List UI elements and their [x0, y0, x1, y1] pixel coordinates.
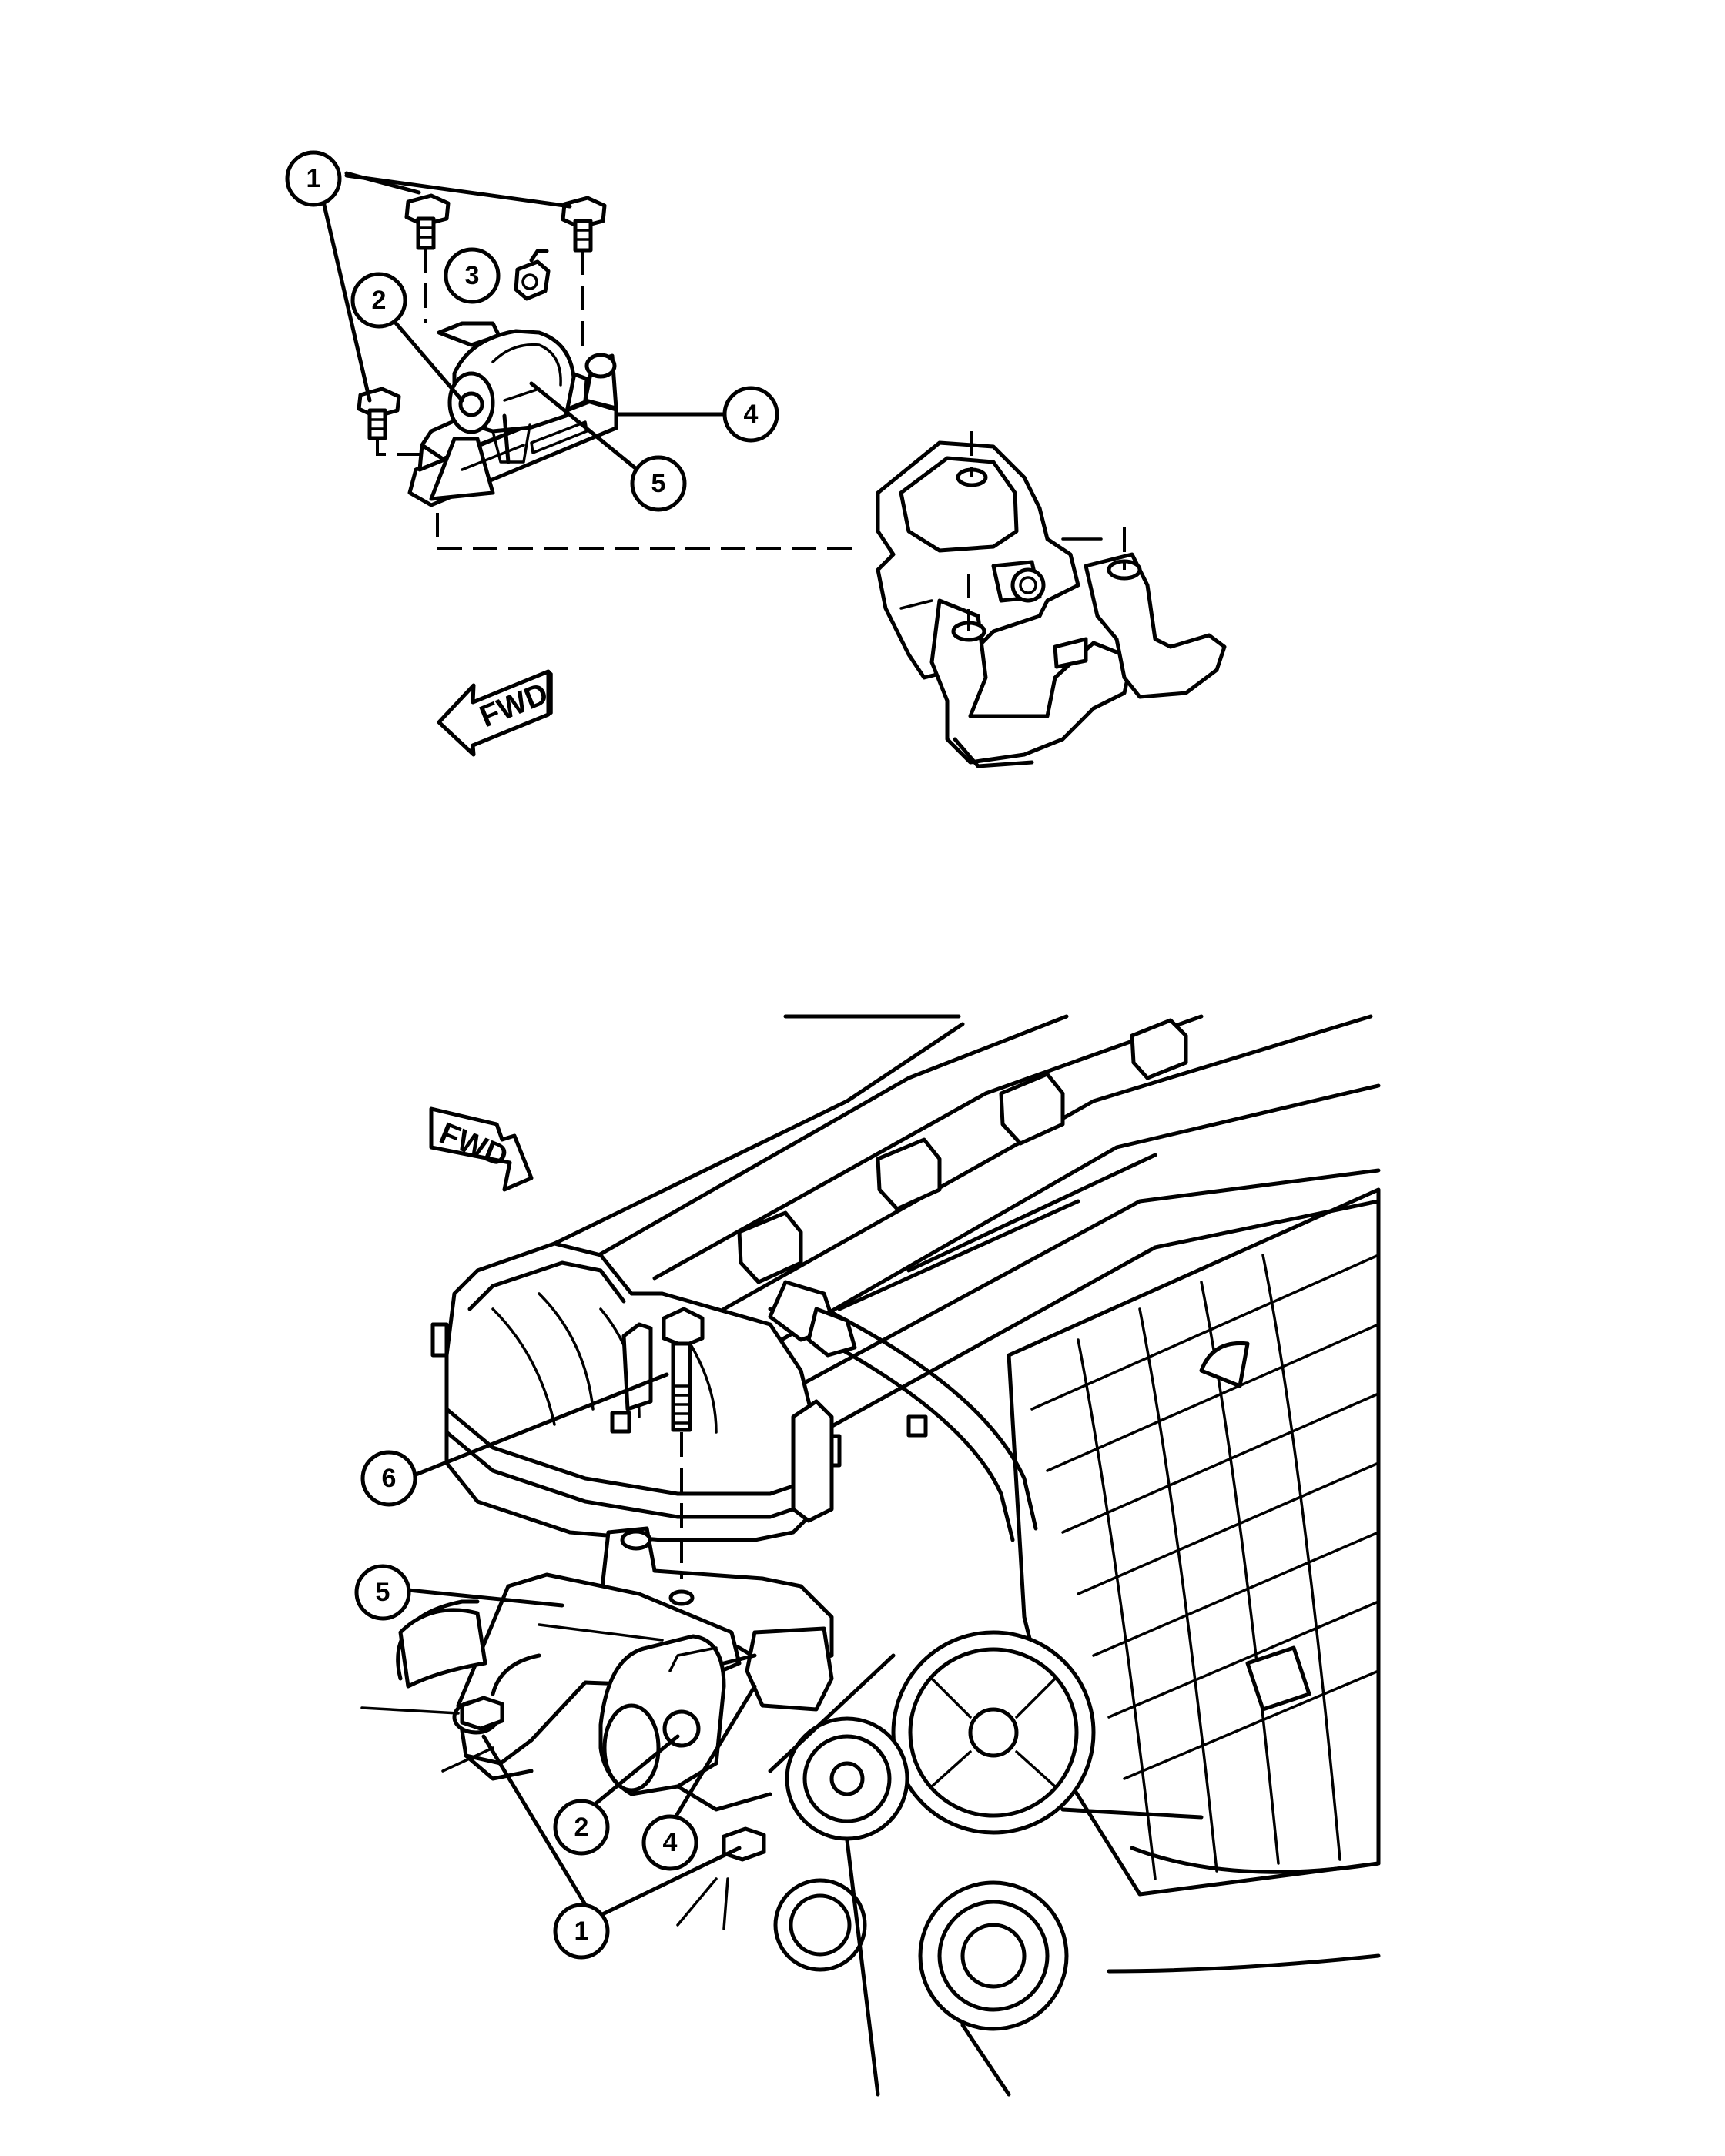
hose — [768, 1280, 1038, 1542]
top-exploded-view: FWD 1 2 3 4 5 — [285, 150, 1227, 768]
align-line-lower — [376, 438, 439, 456]
engine-bracket — [876, 431, 1227, 768]
intake-manifold — [1007, 1187, 1381, 1897]
svg-text:5: 5 — [376, 1578, 390, 1607]
callout-3-top: 3 — [444, 247, 501, 304]
nut — [514, 249, 551, 301]
callout-1-top: 1 — [285, 150, 342, 207]
callout-2-top: 2 — [350, 272, 407, 329]
svg-text:2: 2 — [574, 1813, 589, 1842]
callout-5-bottom: 5 — [354, 1564, 411, 1621]
svg-text:2: 2 — [372, 286, 387, 315]
callout-5-top: 5 — [630, 455, 687, 512]
fwd-arrow-bottom: FWD — [429, 1106, 534, 1192]
fwd-arrow-top: FWD — [437, 669, 553, 757]
svg-text:6: 6 — [382, 1464, 397, 1493]
svg-text:1: 1 — [306, 164, 321, 193]
svg-text:1: 1 — [574, 1917, 589, 1946]
bolt-top-right — [561, 196, 607, 253]
bottom-installed-view: FWD — [354, 1014, 1381, 2097]
svg-text:4: 4 — [663, 1828, 678, 1857]
bolt-top-left — [404, 193, 451, 250]
bottom-leaders — [406, 1372, 757, 1921]
callout-4-top: 4 — [722, 386, 779, 443]
long-bolt — [662, 1307, 705, 1578]
callout-2-bottom: 2 — [553, 1799, 610, 1856]
svg-text:3: 3 — [465, 261, 480, 290]
callout-4-bottom: 4 — [641, 1814, 698, 1871]
pulleys — [768, 1630, 1381, 2097]
mount-isolator — [447, 329, 576, 464]
bolt-lower-left — [357, 387, 401, 440]
top-leaders — [321, 171, 726, 474]
callout-6-bottom: 6 — [360, 1450, 417, 1507]
valve-cover — [430, 1014, 1381, 1542]
callout-1-bottom: 1 — [553, 1903, 610, 1960]
svg-text:4: 4 — [744, 400, 759, 429]
svg-text:5: 5 — [651, 469, 666, 498]
installed-isolator — [598, 1626, 834, 1812]
